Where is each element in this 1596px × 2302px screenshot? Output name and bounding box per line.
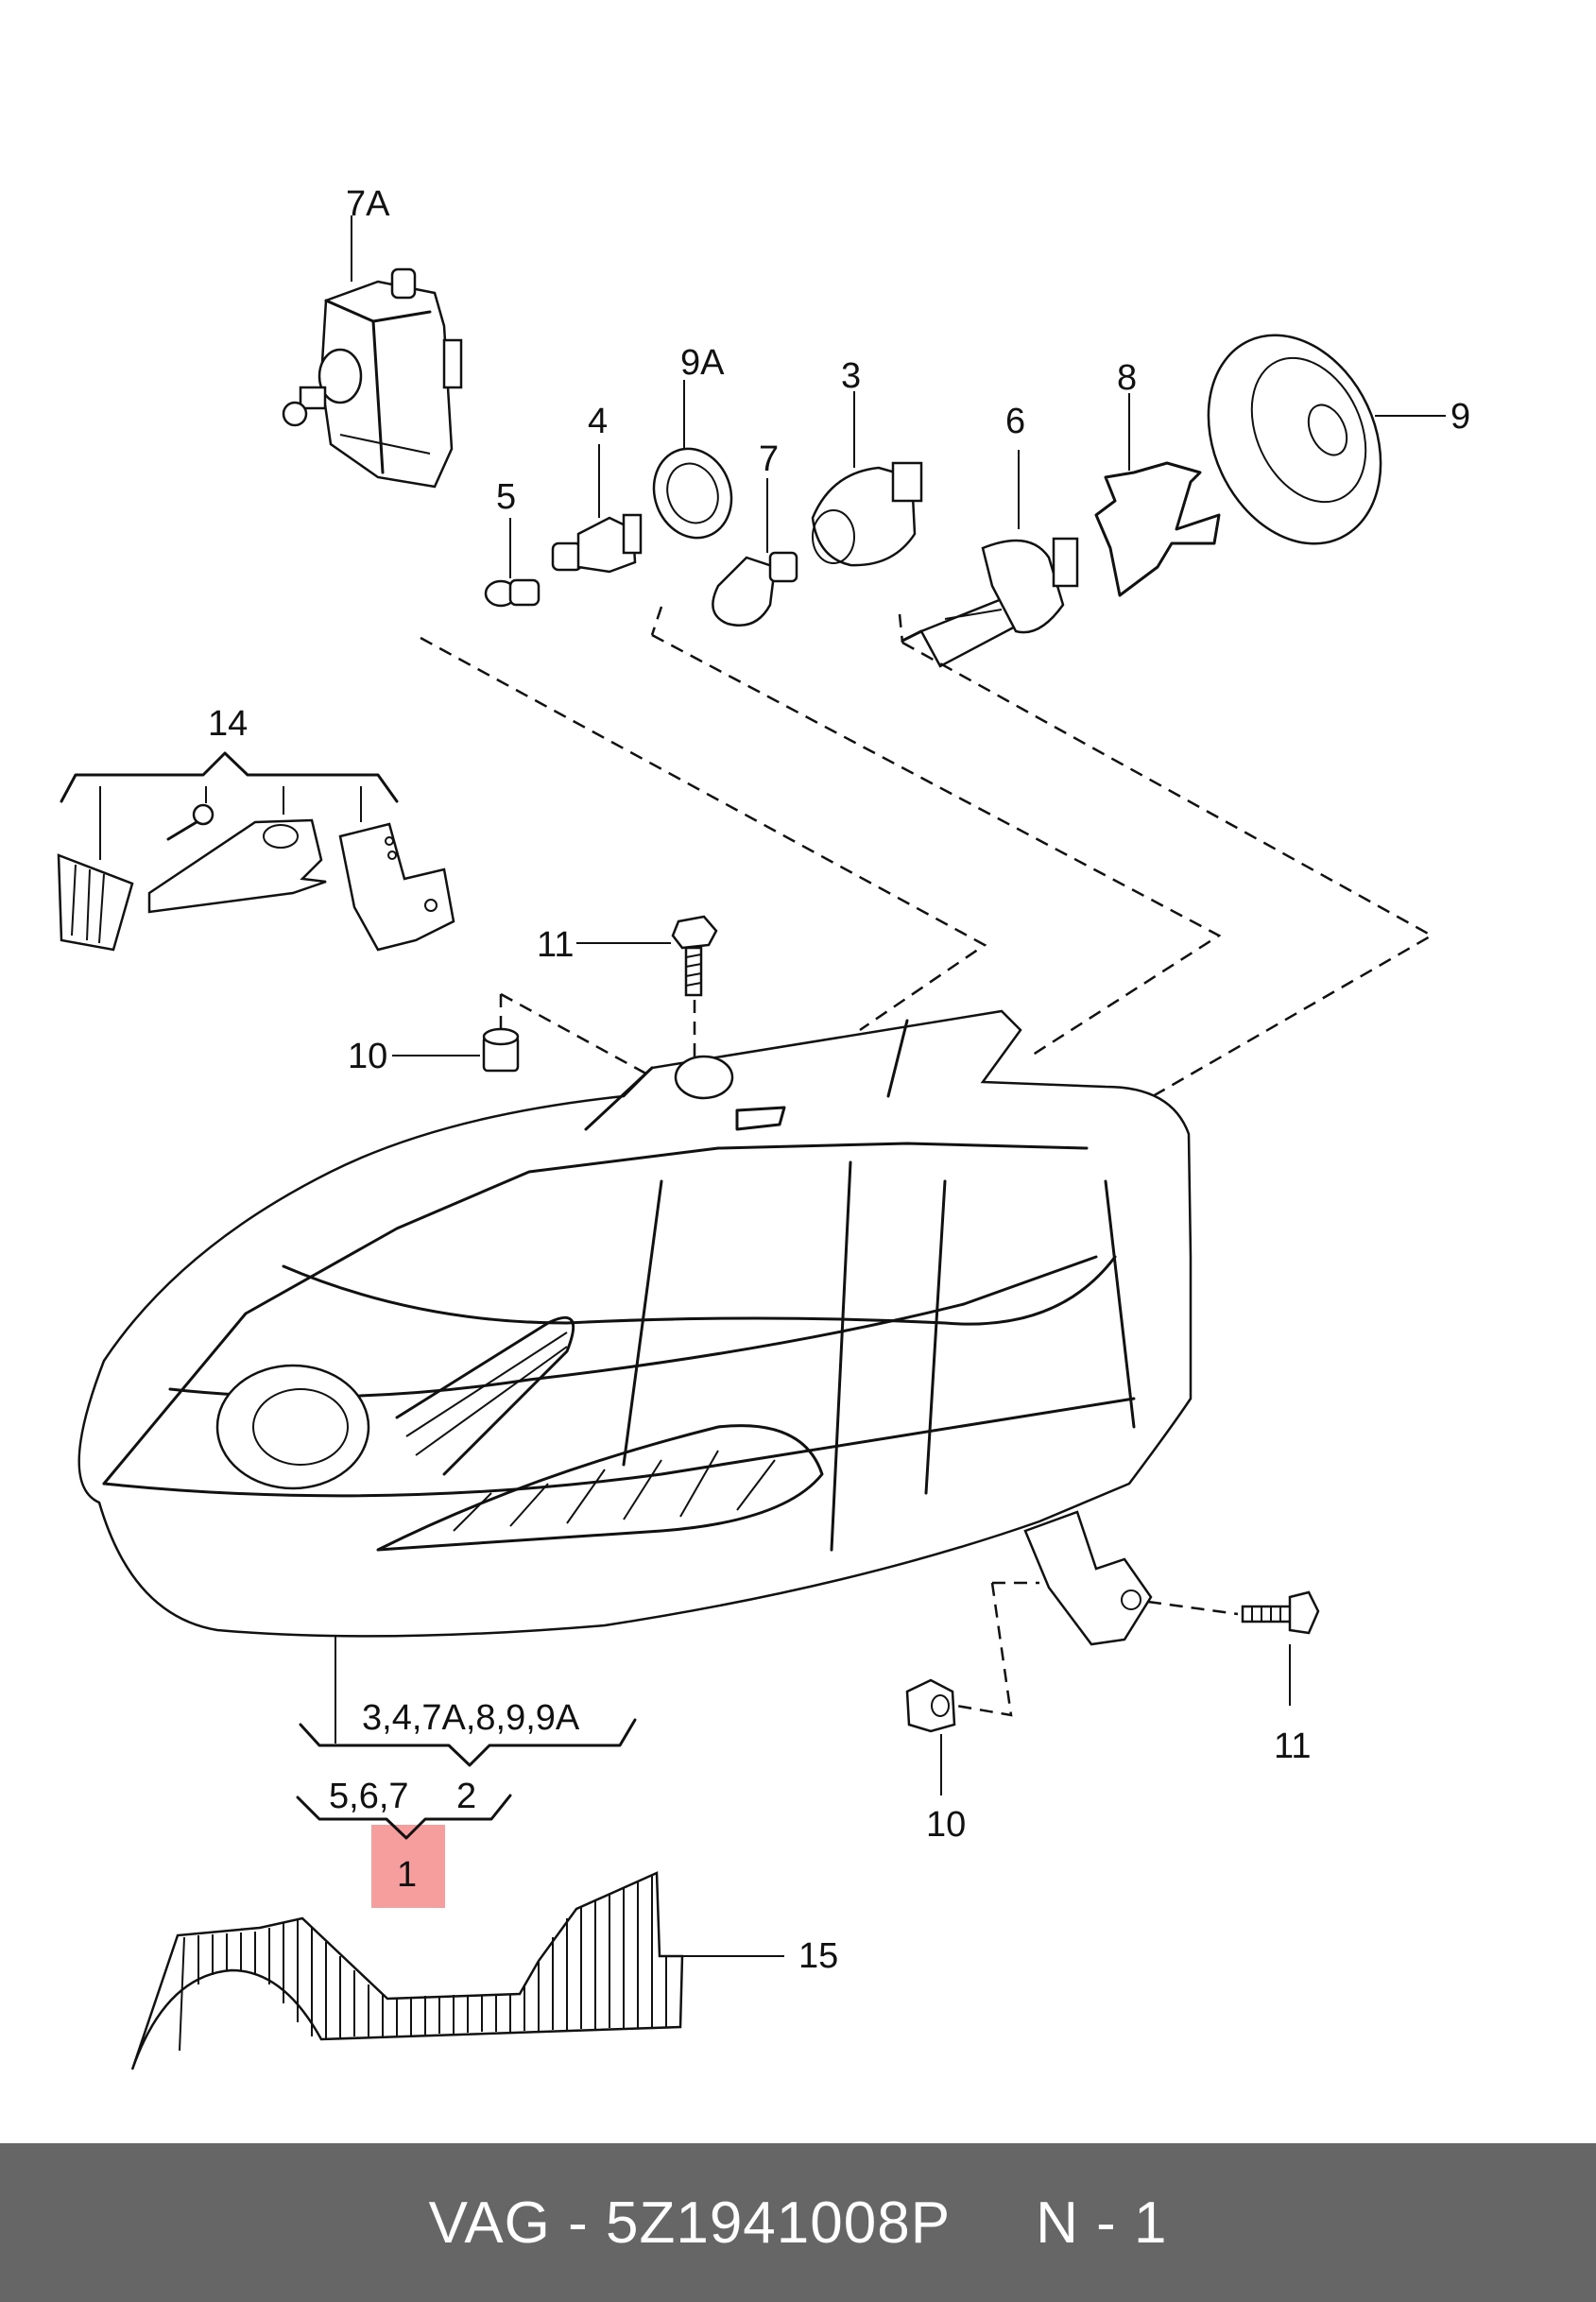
part-10-bottom-clip-nut [905,1678,956,1733]
label-10-top: 10 [348,1037,387,1076]
label-3: 3 [841,356,861,396]
label-5: 5 [496,477,516,517]
part-7a-leveling-motor [282,267,463,489]
label-6: 6 [1005,402,1025,441]
label-9a: 9A [680,343,725,383]
part-14-bracket-center [147,818,327,914]
part-10-top-clip-nut [482,1027,520,1073]
part-6-halogen-bulb [901,537,1079,668]
exploded-parts-diagram: 7A 5 4 9A 7 3 6 [57,184,1470,2070]
part-8-spring-clip [1094,461,1221,597]
label-1: 1 [397,1855,417,1895]
part-11-top-screw [671,915,718,997]
label-10-bottom: 10 [926,1805,966,1845]
label-7a: 7A [346,184,390,224]
part-1-headlamp [77,1009,1193,1638]
label-14: 14 [208,704,248,744]
part-7-signal-bulb [712,551,798,627]
label-8: 8 [1117,358,1137,398]
part-5-bulb [484,578,541,608]
part-3-bulb-socket [811,461,923,567]
label-group-a: 3,4,7A,8,9,9A [362,1698,580,1738]
label-group-b: 5,6,7 [329,1777,409,1816]
footer-bar: VAG - 5Z1941008P N - 1 [0,2143,1596,2302]
part-9a-seal-ring [652,447,733,540]
highlight-part-1 [371,1825,445,1908]
part-4-bulb-holder [551,513,643,574]
part-15-cover [130,1871,684,2070]
label-11-bottom: 11 [1274,1726,1311,1766]
label-9: 9 [1450,397,1470,437]
label-7: 7 [759,439,779,479]
part-9-cap [1207,334,1382,545]
part-14-bracket-right [338,822,455,952]
part-14-bracket-left [57,853,134,952]
part-1-lower-bracket [1023,1510,1153,1646]
part-14-screw [166,803,215,841]
footer-part-number: VAG - 5Z1941008P N - 1 [428,2190,1168,2256]
part-11-bottom-screw [1241,1590,1320,1635]
label-2: 2 [456,1777,476,1816]
label-15: 15 [798,1936,838,1976]
label-11-top: 11 [537,925,574,965]
label-4: 4 [588,402,608,441]
